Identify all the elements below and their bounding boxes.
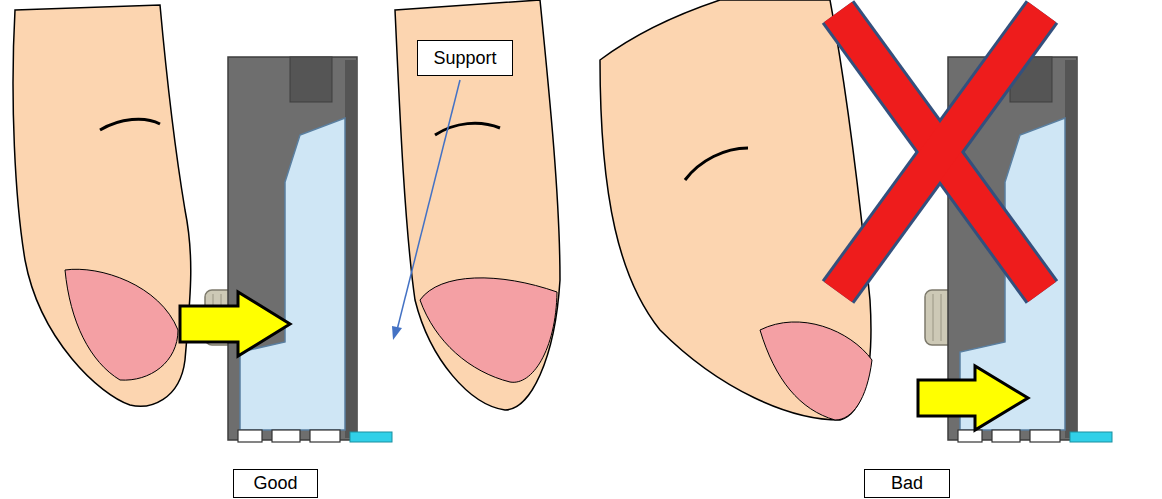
callout-box: Support [417,40,513,76]
good-label-box: Good [233,469,318,498]
label-text: Good [253,473,297,494]
bad-label-box: Bad [864,469,950,498]
label-text: Bad [891,473,923,494]
label-text: Support [433,48,496,69]
